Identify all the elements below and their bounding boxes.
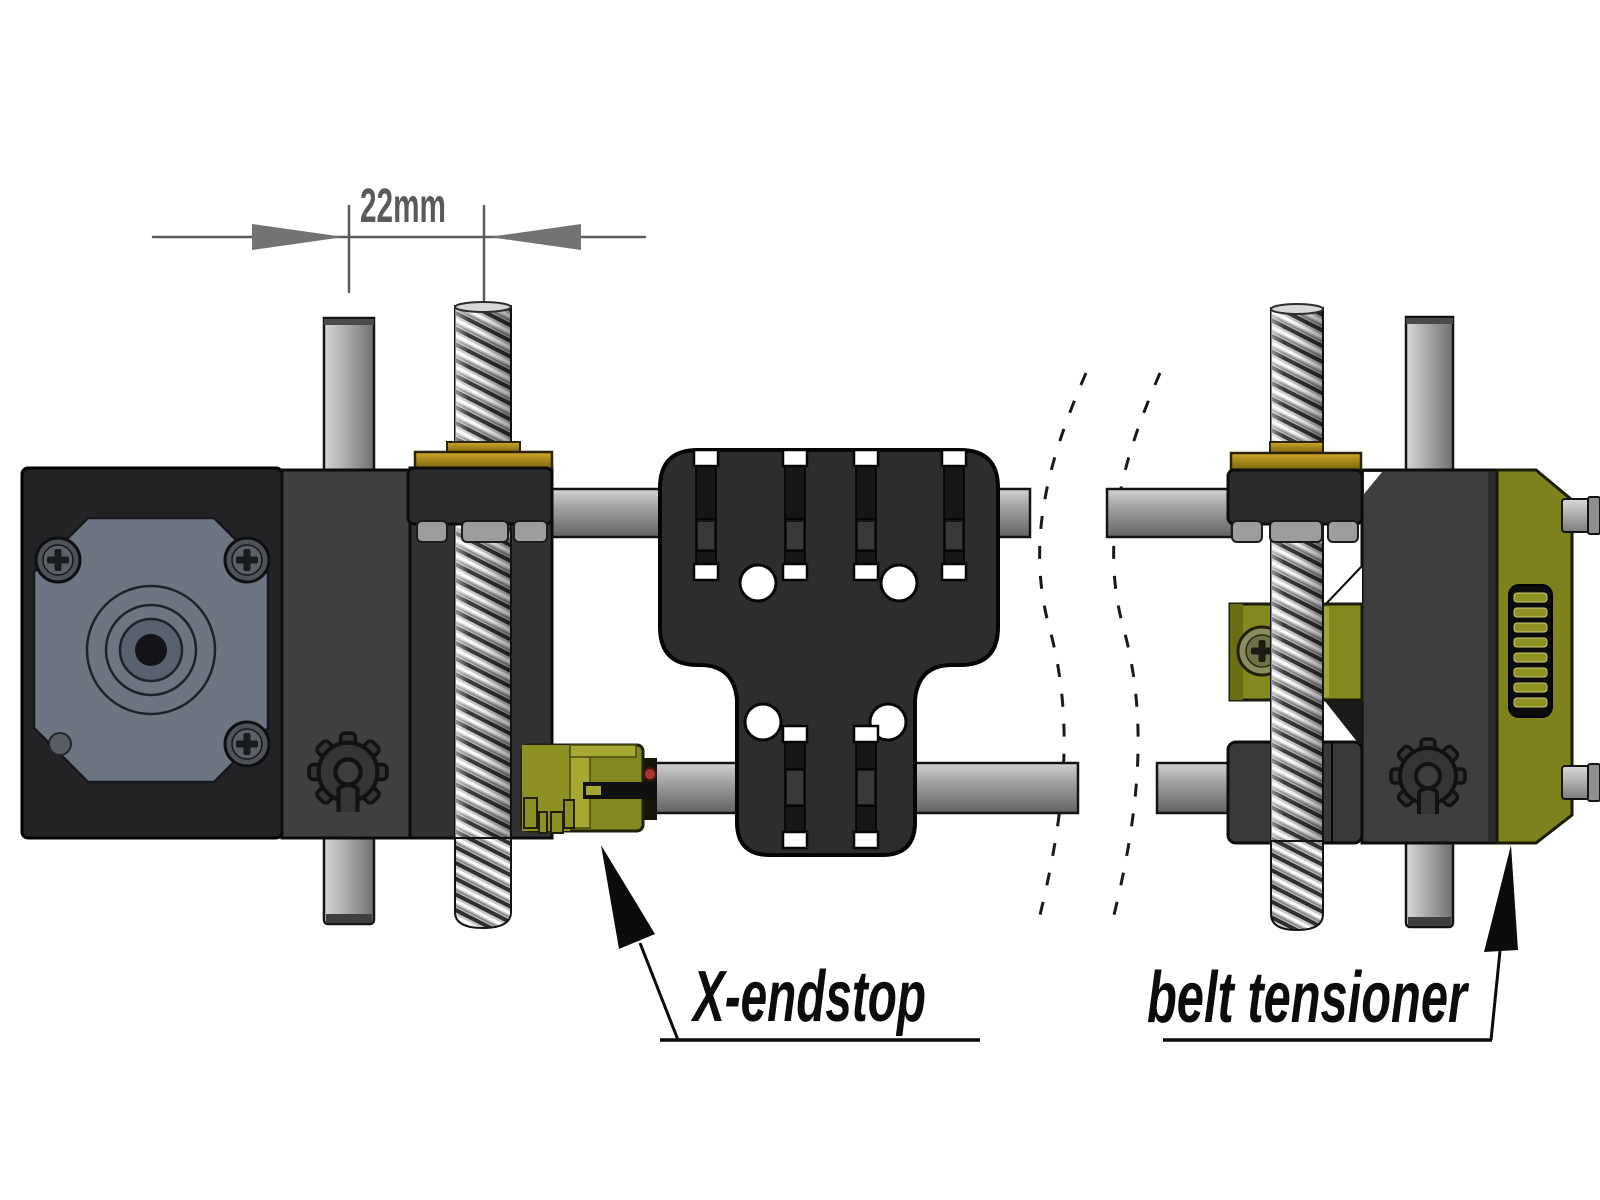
label-belt-tensioner: belt tensioner xyxy=(1147,958,1470,1038)
brass-flange-right xyxy=(1229,451,1363,472)
x-end-idler-assembly xyxy=(1226,303,1600,932)
clamp-notch-edge xyxy=(1323,565,1363,607)
z-smooth-rod-top-right xyxy=(1404,315,1455,474)
leader-arrow-icon xyxy=(601,845,655,949)
break-curve-left xyxy=(1038,372,1088,916)
callout-x-endstop: X-endstop xyxy=(601,845,980,1042)
rod-end-cap xyxy=(326,914,372,923)
z-lead-screw-bottom-right xyxy=(1270,840,1324,932)
top-rod-right-segment xyxy=(1105,487,1234,539)
carriage-plate xyxy=(658,448,1000,857)
z-smooth-rod-bottom-left xyxy=(322,834,376,926)
carriage-hole xyxy=(738,563,778,603)
carriage-slot xyxy=(781,448,809,582)
rod-clamp-tabs-right xyxy=(1231,520,1359,543)
break-lines xyxy=(1038,372,1162,916)
tensioner-screw xyxy=(1561,763,1600,802)
break-curve-right xyxy=(1112,372,1162,916)
motor-boss-ring xyxy=(85,584,217,716)
dimension-label: 22mm xyxy=(360,180,446,233)
carriage-hole xyxy=(743,702,783,742)
endstop-trace xyxy=(569,744,637,758)
belt-teeth xyxy=(1513,592,1548,708)
carriage-hole xyxy=(879,563,919,603)
lead-screw-tip xyxy=(454,301,512,313)
bottom-rod-right-segment xyxy=(1155,761,1232,815)
carriage-slot xyxy=(852,724,880,850)
lead-screw-shading xyxy=(1271,308,1323,442)
lead-screw-tip xyxy=(1270,303,1324,315)
label-x-endstop: X-endstop xyxy=(690,957,926,1037)
carriage-slot xyxy=(692,448,720,582)
carriage-slot xyxy=(781,724,809,850)
x-carriage xyxy=(658,448,1000,857)
dimension-arrow-left-icon xyxy=(252,224,344,250)
x-endstop-switch xyxy=(520,743,657,834)
leader-line xyxy=(638,942,680,1041)
carriage-bottom-slots xyxy=(781,724,880,850)
endstop-button xyxy=(643,767,657,781)
motor-screw-icon xyxy=(223,720,271,768)
z-lead-screw-bottom-left xyxy=(454,837,512,930)
motor-screw-icon xyxy=(34,536,82,584)
tensioner-screw xyxy=(1561,496,1600,535)
clamp-shadow xyxy=(1324,700,1362,748)
lead-screw-shading xyxy=(1271,500,1323,841)
dimension-arrow-right-icon xyxy=(489,224,581,250)
gear-logo-icon xyxy=(1389,737,1467,816)
rod-end-cap xyxy=(1408,917,1451,926)
rod-end-cap xyxy=(324,319,374,325)
leader-line xyxy=(1489,950,1502,1041)
motor-shaft xyxy=(135,634,167,666)
carriage-slot xyxy=(852,448,880,582)
z-smooth-rod-bottom-right xyxy=(1404,839,1455,929)
lead-screw-nut-right xyxy=(1269,441,1324,454)
carriage-top-slots xyxy=(692,448,968,582)
rod-end-cap xyxy=(1406,318,1453,324)
endstop-slot xyxy=(583,782,657,799)
clamp-shade xyxy=(1230,604,1243,700)
rod-clamp-tabs-left xyxy=(416,520,548,543)
brass-flange-left xyxy=(413,450,554,471)
leader-arrow-icon xyxy=(1484,845,1518,952)
motor-screw-icon xyxy=(223,536,271,584)
motor-mount-hole xyxy=(48,732,72,756)
endstop-contact xyxy=(586,786,601,795)
bearing-block-left xyxy=(406,466,554,526)
body-notch xyxy=(1364,472,1382,494)
callout-belt-tensioner: belt tensioner xyxy=(1147,845,1518,1042)
motor-boss-ring xyxy=(104,603,198,697)
carriage-slot xyxy=(940,448,968,582)
dimension-annotation: 22mm xyxy=(151,180,647,302)
belt-window xyxy=(1508,584,1553,718)
lead-screw-shading xyxy=(455,500,511,838)
x-end-motor-assembly xyxy=(20,301,657,930)
bearing-block-right xyxy=(1226,468,1364,526)
gear-logo-icon xyxy=(309,733,387,812)
z-smooth-rod-top-left xyxy=(322,316,376,472)
lead-screw-shading xyxy=(455,306,511,444)
endstop-pins xyxy=(523,797,575,834)
